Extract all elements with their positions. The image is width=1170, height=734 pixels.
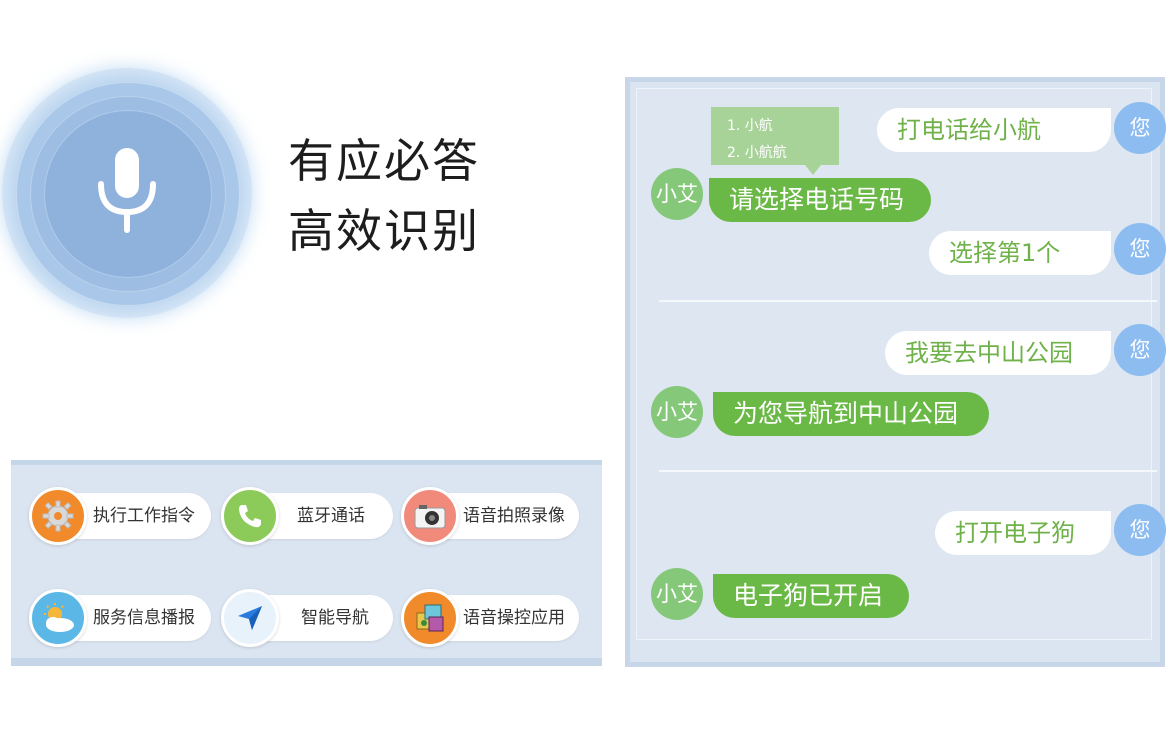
divider [659, 300, 1157, 302]
user-avatar: 您 [1114, 324, 1166, 376]
bot-message: 电子狗已开启 [713, 574, 909, 618]
feature-bluetooth-call[interactable]: 蓝牙通话 [221, 487, 393, 545]
bot-avatar: 小艾 [651, 568, 703, 620]
feature-label: 服务信息播报 [93, 608, 195, 628]
camera-icon [401, 487, 459, 545]
chat-area: 打电话给小航 您 1. 小航 2. 小航航 小艾 请选择电话号码 选择第1个 您… [636, 88, 1166, 640]
apps-icon [401, 589, 459, 647]
user-avatar: 您 [1114, 102, 1166, 154]
chat-panel: 打电话给小航 您 1. 小航 2. 小航航 小艾 请选择电话号码 选择第1个 您… [625, 77, 1166, 667]
navigation-arrow-icon [221, 589, 279, 647]
divider [659, 470, 1157, 472]
bot-avatar: 小艾 [651, 386, 703, 438]
microphone-icon [98, 148, 156, 233]
feature-voice-app-control[interactable]: 语音操控应用 [401, 589, 579, 647]
feature-label: 语音拍照录像 [463, 506, 565, 526]
feature-service-broadcast[interactable]: 服务信息播报 [29, 589, 211, 647]
weather-icon [29, 589, 87, 647]
feature-label: 语音操控应用 [463, 608, 565, 628]
user-avatar: 您 [1114, 504, 1166, 556]
bot-avatar: 小艾 [651, 168, 703, 220]
slogan-line-1: 有应必答 [288, 134, 480, 188]
feature-label: 蓝牙通话 [297, 506, 365, 526]
bot-message: 为您导航到中山公园 [713, 392, 989, 436]
popup-tail [805, 165, 821, 175]
bot-message: 请选择电话号码 [709, 178, 931, 222]
feature-voice-camera[interactable]: 语音拍照录像 [401, 487, 579, 545]
feature-label: 智能导航 [301, 608, 369, 628]
choice-option[interactable]: 1. 小航 [727, 118, 773, 134]
phone-choice-popup[interactable]: 1. 小航 2. 小航航 [711, 107, 839, 175]
gear-icon [29, 487, 87, 545]
user-message: 打开电子狗 [935, 511, 1111, 555]
feature-work-command[interactable]: 执行工作指令 [29, 487, 211, 545]
feature-panel: 执行工作指令 蓝牙通话 语音拍照录像 [11, 460, 602, 666]
user-message: 打电话给小航 [877, 108, 1111, 152]
user-message: 选择第1个 [929, 231, 1111, 275]
feature-label: 执行工作指令 [93, 506, 195, 526]
choice-option[interactable]: 2. 小航航 [727, 145, 787, 161]
slogan: 有应必答 高效识别 [288, 126, 480, 266]
slogan-line-2: 高效识别 [288, 204, 480, 258]
voice-mic-button[interactable] [2, 68, 252, 318]
user-message: 我要去中山公园 [885, 331, 1111, 375]
phone-icon [221, 487, 279, 545]
user-avatar: 您 [1114, 223, 1166, 275]
feature-smart-navigation[interactable]: 智能导航 [221, 589, 393, 647]
